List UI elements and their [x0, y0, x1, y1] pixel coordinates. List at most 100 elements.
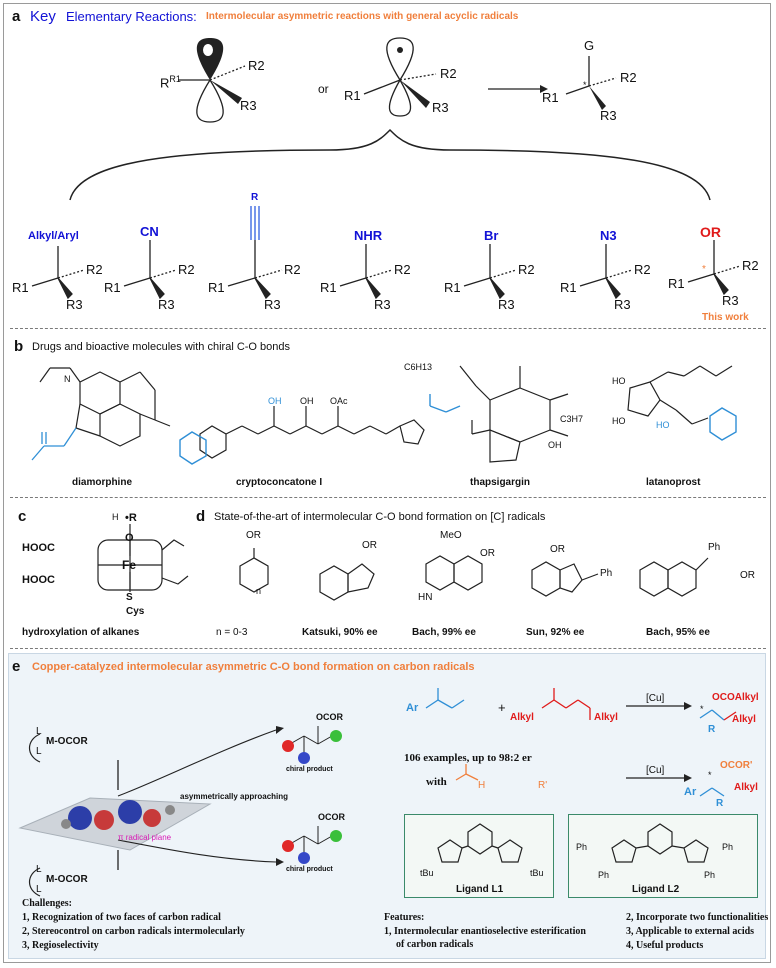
radical1-r1-sup: R1 — [169, 74, 181, 84]
ligand-structures — [437, 823, 709, 863]
d4-ph: Ph — [600, 568, 613, 579]
challenges-title: Challenges: — [22, 898, 72, 909]
group-br: Br — [484, 228, 499, 243]
panel-d-structures — [239, 548, 709, 601]
group-n3: N3 — [600, 228, 617, 243]
e-complex-top: M-OCOR — [46, 736, 88, 747]
p2-r2: R2 — [178, 262, 195, 277]
p3-r1: R1 — [208, 280, 225, 295]
product-skeleton — [565, 56, 617, 110]
diamorphine-n: N — [64, 374, 71, 384]
p7-r2: R2 — [742, 258, 759, 273]
e-l-top-2: L — [36, 746, 42, 757]
e-cat-2: [Cu] — [646, 765, 665, 776]
this-work-label: This work — [702, 312, 749, 323]
d4-or: OR — [550, 544, 565, 555]
c-hooc-2: HOOC — [22, 574, 55, 586]
e-l-bottom-1: L — [36, 864, 42, 875]
radical1-r3: R3 — [240, 98, 257, 113]
panel-e-letter: e — [12, 658, 21, 675]
d-entry-3: Bach, 99% ee — [412, 627, 476, 638]
e-plus: + — [498, 700, 506, 715]
porphyrin-diagram — [97, 524, 189, 592]
panel-a-title-key: Key — [30, 8, 56, 25]
chiral-products — [282, 726, 342, 864]
l1-tbu-left: tBu — [420, 868, 434, 878]
e-product2-top: OCOR' — [720, 760, 753, 771]
d3-hn: HN — [418, 592, 433, 603]
c-h: H — [112, 512, 119, 522]
crypto-oh-1: OH — [268, 396, 282, 406]
ligand-l2-label: Ligand L2 — [632, 884, 680, 895]
d2-or: OR — [362, 540, 377, 551]
radical1-r1: RR1 — [160, 74, 181, 91]
divider-ab — [10, 328, 766, 329]
feature-2: 2, Incorporate two functionalities — [626, 912, 769, 923]
e-ar-2: Ar — [684, 786, 697, 798]
e-cat-1: [Cu] — [646, 693, 665, 704]
crypto-oh-2: OH — [300, 396, 314, 406]
group-alkyne-r: R — [251, 192, 259, 203]
p4-r2: R2 — [394, 262, 411, 277]
crypto-oac: OAc — [330, 396, 348, 406]
e-acid-h: H — [478, 780, 486, 791]
figure-frame — [3, 3, 771, 963]
pyramidal-radical-diagram — [363, 37, 437, 117]
product-r1: R1 — [542, 90, 559, 105]
e-l-bottom-2: L — [36, 884, 42, 895]
p7-r3: R3 — [722, 293, 739, 308]
p4-r1: R1 — [320, 280, 337, 295]
p1-r1: R1 — [12, 280, 29, 295]
planar-radical-diagram — [178, 38, 246, 123]
p1-r2: R2 — [86, 262, 103, 277]
l2-ph-2: Ph — [598, 870, 610, 880]
c-o: O — [125, 532, 134, 544]
challenge-2: 2, Stereocontrol on carbon radicals inte… — [22, 926, 245, 937]
e-product2-star: * — [708, 770, 712, 780]
panel-a-subtitle: Intermolecular asymmetric reactions with… — [206, 11, 519, 22]
d3-or: OR — [480, 548, 495, 559]
latano-ho-2: HO — [612, 416, 626, 426]
product-series-skeletons — [31, 206, 741, 300]
caption-cryptoconcatone: cryptoconcatone I — [236, 477, 323, 488]
d-entry-4: Sun, 92% ee — [526, 627, 585, 638]
feature-4: 4, Useful products — [626, 940, 704, 951]
d-entry-2: Katsuki, 90% ee — [302, 627, 378, 638]
d5-or: OR — [740, 570, 755, 581]
panel-b-structures — [31, 365, 737, 465]
challenge-3: 3, Regioselectivity — [22, 940, 99, 951]
brace-curve — [69, 128, 711, 201]
e-alkyl-1: Alkyl — [510, 712, 534, 723]
panel-d-letter: d — [196, 508, 206, 525]
panel-e-title: Copper-catalyzed intermolecular asymmetr… — [32, 661, 475, 673]
caption-hydroxylation: hydroxylation of alkanes — [22, 627, 140, 638]
e-acid-r: R' — [538, 780, 548, 791]
l1-tbu-right: tBu — [530, 868, 544, 878]
e-ar-1: Ar — [406, 702, 419, 714]
reaction-scheme — [425, 688, 737, 797]
caption-latanoprost: latanoprost — [646, 477, 701, 488]
thapsi-c3h7: C3H7 — [560, 414, 584, 424]
latano-ho-3: HO — [656, 420, 670, 430]
l2-ph-1: Ph — [576, 842, 588, 852]
e-product2-r: R — [716, 798, 724, 809]
p7-r1: R1 — [668, 276, 685, 291]
d-entry-1: n = 0-3 — [216, 627, 248, 638]
e-l-top-1: L — [36, 726, 42, 737]
thapsi-c6h13: C6H13 — [404, 362, 433, 372]
product-r3: R3 — [600, 108, 617, 123]
d3-meo: MeO — [440, 530, 462, 541]
radical1-r2: R2 — [248, 58, 265, 73]
group-nhr: NHR — [354, 228, 383, 243]
group-or: OR — [700, 224, 721, 240]
ligand-l1-box — [404, 814, 554, 898]
latano-ho-1: HO — [612, 376, 626, 386]
reaction-arrow-a — [488, 85, 548, 93]
c-r: •R — [125, 512, 137, 524]
radical2-r1: R1 — [344, 88, 361, 103]
divider-de — [10, 648, 766, 649]
p3-r2: R2 — [284, 262, 301, 277]
l2-ph-4: Ph — [704, 870, 716, 880]
features-title: Features: — [384, 912, 425, 923]
d-entry-5: Bach, 95% ee — [646, 627, 710, 638]
